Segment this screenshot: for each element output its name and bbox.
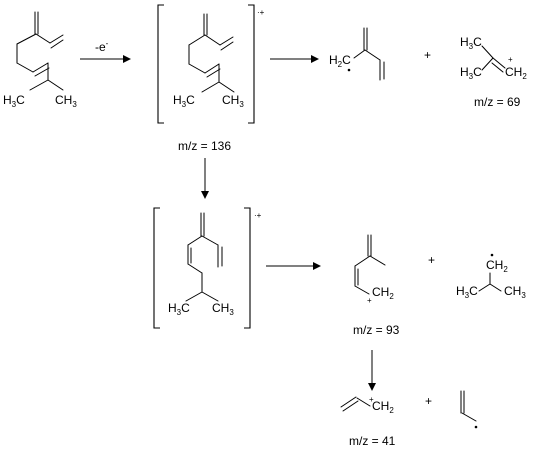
ch3-label: CH3 [504, 284, 526, 300]
ch2-label: CH2 [486, 258, 508, 274]
ch3-label: CH3 [55, 93, 77, 109]
h3c-label: H3C [173, 93, 195, 109]
allyl-radical-fragment [460, 390, 478, 429]
electron-loss-label: -e- [95, 39, 109, 54]
isobutyl-radical-fragment: CH2 H3C CH3 [456, 253, 526, 300]
rearranged-radical-cation: ·+ H3C CH3 [153, 207, 262, 329]
frag93-mz-label: m/z = 93 [353, 323, 400, 337]
radical-dot [474, 425, 478, 429]
cation-charge: + [369, 395, 374, 404]
h3c-label: H3C [3, 93, 25, 109]
ch3-label: CH3 [222, 93, 244, 109]
plus-sign: + [425, 394, 432, 408]
cation-charge: + [508, 55, 513, 64]
allyl-cation-fragment: + CH2 [340, 395, 394, 415]
frag69-mz-label: m/z = 69 [474, 95, 521, 109]
ionization-arrow: -e- [80, 39, 131, 63]
ch3-label: CH3 [212, 301, 234, 317]
h3c-label: H3C [456, 284, 478, 300]
h3c-label: H3C [168, 301, 190, 317]
radical-dot [347, 68, 351, 72]
plus-sign: + [428, 253, 435, 267]
h3c-label: H3C [460, 35, 482, 51]
plus-sign: + [424, 48, 431, 62]
myrcene-structure: H3C CH3 [3, 11, 77, 109]
parent-mz-label: m/z = 136 [178, 139, 231, 153]
radical-cation-sign: ·+ [254, 211, 262, 220]
radical-cation-sign: ·+ [257, 8, 265, 17]
frag41-mz-label: m/z = 41 [349, 434, 396, 448]
ch2-label: CH2 [505, 65, 527, 81]
radical-dot [490, 253, 494, 257]
cation-charge: + [367, 296, 372, 305]
h2c-label: H2C [329, 53, 351, 69]
ch2-label: CH2 [372, 285, 394, 301]
diene-radical-fragment: H2C [329, 27, 385, 81]
trienyl-cation-fragment: + CH2 [354, 234, 394, 305]
parent-radical-cation: ·+ H3C CH3 [157, 4, 265, 124]
h3c-label: H3C [460, 65, 482, 81]
ch2-label: CH2 [372, 399, 394, 415]
dimethylallyl-cation-fragment: H3C H3C + CH2 [460, 35, 527, 81]
